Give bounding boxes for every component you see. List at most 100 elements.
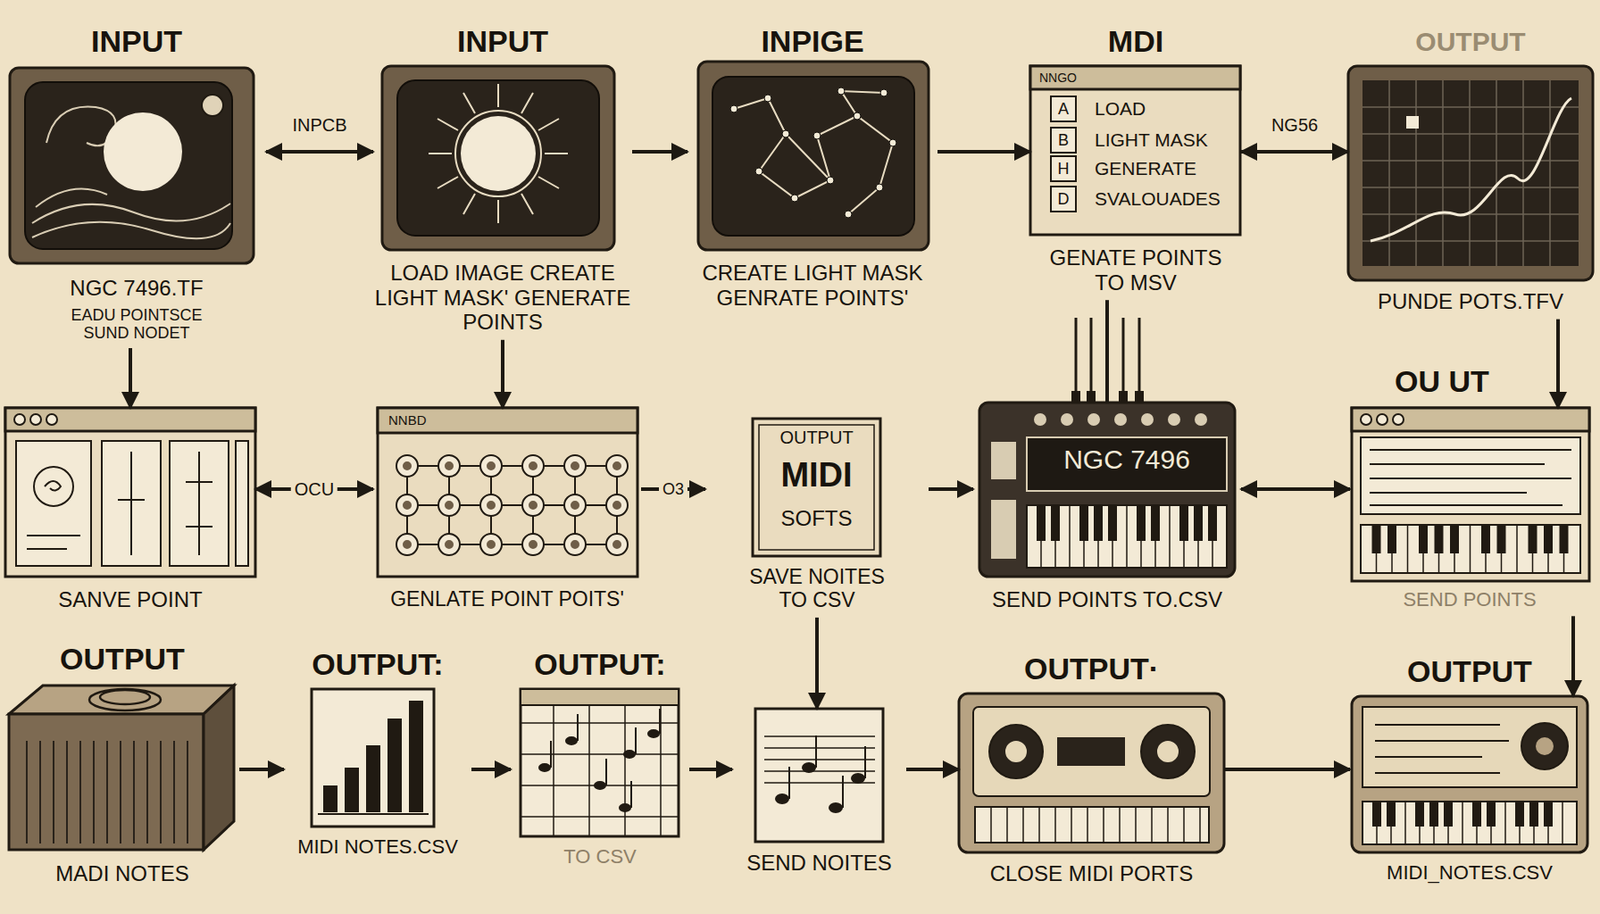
- black-keys: [1036, 505, 1217, 542]
- monitor-screen: [1362, 80, 1579, 267]
- connector: [1105, 300, 1109, 403]
- machine-front: [8, 714, 204, 850]
- panel-text: NGC 7496: [1026, 444, 1227, 476]
- swirl: [46, 107, 117, 147]
- panel-text: NNBD: [388, 412, 427, 428]
- edge-label: NG56: [1267, 115, 1322, 136]
- monitor-body: [1348, 66, 1593, 281]
- connector: [937, 150, 1031, 154]
- caption: SEND POINTS TO.CSV: [973, 587, 1242, 613]
- connector: [1241, 487, 1350, 492]
- radio-panel: [1362, 707, 1577, 788]
- caption: MIDI NOTES.CSV: [283, 835, 472, 859]
- midi-box-frame: [752, 418, 881, 557]
- app-window: [5, 408, 256, 577]
- title-bar: [1030, 66, 1241, 90]
- deck-body: [958, 693, 1225, 853]
- title-bar: [377, 408, 638, 434]
- edge-label: O3: [658, 480, 688, 500]
- edge-label: OCU: [291, 479, 338, 500]
- point-network: [733, 91, 893, 215]
- synth-knobs: [1033, 413, 1208, 426]
- tv-panel: INPIGECREATE LIGHT MASK GENRATE POINTS': [687, 61, 938, 316]
- machine-top: [8, 685, 234, 715]
- tv-screen: [712, 76, 915, 236]
- panel-text: D: [1050, 190, 1076, 209]
- synth-display: [1026, 437, 1227, 492]
- heading: INPIGE: [687, 24, 938, 59]
- heading: OUTPUT:: [510, 647, 690, 683]
- tv-panel: INPUTLOAD IMAGE CREATE LIGHT MASK' GENER…: [373, 66, 633, 341]
- caption: MADI NOTES: [5, 861, 240, 887]
- score-sheet: [520, 689, 679, 837]
- caption: GENATE POINTS TO MSV: [1037, 245, 1234, 295]
- machine: [8, 685, 234, 850]
- connector: [471, 767, 511, 772]
- tv-body: [382, 66, 615, 250]
- card-frame: [755, 708, 884, 842]
- bright-core: [103, 112, 183, 192]
- tv-screen: [25, 82, 233, 250]
- synth-buttons: [991, 441, 1017, 559]
- heading: OUTPUT: [5, 641, 240, 677]
- panel-marks: [26, 451, 213, 556]
- panel-text: A: [1050, 100, 1076, 119]
- tv-knob: [201, 94, 224, 117]
- tv-set: [9, 67, 254, 264]
- content-lines: [1369, 450, 1572, 506]
- heading: OUTPUT:: [283, 647, 472, 683]
- sheet-notes: [538, 729, 660, 813]
- connector: [928, 487, 974, 492]
- panel-text: NNGO: [1039, 70, 1077, 85]
- grid-window: [377, 408, 638, 577]
- tv-panel: INPUTNGC 7496.TFEADU POINTSCE SUND NODET: [7, 66, 267, 349]
- caption: EADU POINTSCE SUND NODET: [60, 306, 213, 343]
- connector: [906, 767, 959, 772]
- window-body: [377, 408, 638, 577]
- deck-key-lines: [991, 807, 1200, 843]
- cassette-deck: OUTPUT·CLOSE MIDI PORTS: [958, 693, 1225, 892]
- panel-text: SVALOUADES: [1094, 188, 1221, 210]
- heading: OUTPUT: [1350, 654, 1590, 690]
- connector: [1556, 319, 1560, 409]
- machine-ribs: [26, 741, 188, 844]
- synth: NGC 7496SEND POINTS TO.CSV: [973, 402, 1242, 618]
- keyboard-window: OU UTSEND POINTS: [1350, 408, 1590, 617]
- connector: [500, 340, 505, 409]
- window-keys: [1360, 525, 1581, 574]
- window-buttons: [1360, 414, 1404, 425]
- radio-keyboard: OUTPUTMIDI_NOTES.CSV: [1350, 696, 1590, 890]
- panels: [16, 441, 249, 567]
- caption: LOAD IMAGE CREATE LIGHT MASK' GENERATE P…: [373, 260, 633, 335]
- cassette-deck: [958, 693, 1225, 853]
- note-card: SEND NOITES: [732, 708, 907, 882]
- connector: [1571, 616, 1575, 697]
- tv-screen: [397, 80, 600, 236]
- heading: INPUT: [7, 24, 267, 59]
- app-window: SANVE POINT: [5, 408, 256, 618]
- panel-text: GENERATE: [1094, 158, 1197, 180]
- panel-text: H: [1050, 159, 1076, 179]
- caption: SEND NOITES: [732, 850, 907, 876]
- caption: SAVE NOITES TO CSV: [736, 565, 898, 613]
- graph-marker: [1406, 116, 1419, 129]
- synth-body: [979, 402, 1235, 577]
- graph-screen: OUTPUTPUNDE POTS.TFV: [1348, 66, 1593, 320]
- tv-set: [382, 66, 615, 250]
- deck-panel: [973, 707, 1210, 797]
- window-body: [5, 408, 256, 577]
- caption: MIDI_NOTES.CSV: [1350, 861, 1590, 884]
- light-core: [460, 116, 536, 192]
- title-bar: [5, 408, 256, 432]
- synthesizer: [979, 402, 1235, 577]
- midi-box: OUTPUTMIDISOFTSSAVE NOITES TO CSV: [705, 418, 929, 618]
- speaker-center: [1535, 737, 1554, 756]
- title-bar: [1351, 408, 1590, 432]
- caption: TO CSV: [510, 845, 690, 868]
- panel-text: LOAD: [1094, 98, 1146, 120]
- radio-keyboard: [1351, 696, 1588, 853]
- heading: INPUT: [373, 24, 633, 59]
- chart-axis: [317, 813, 429, 816]
- tape-window: [1057, 737, 1125, 767]
- caption: CLOSE MIDI PORTS: [958, 861, 1225, 887]
